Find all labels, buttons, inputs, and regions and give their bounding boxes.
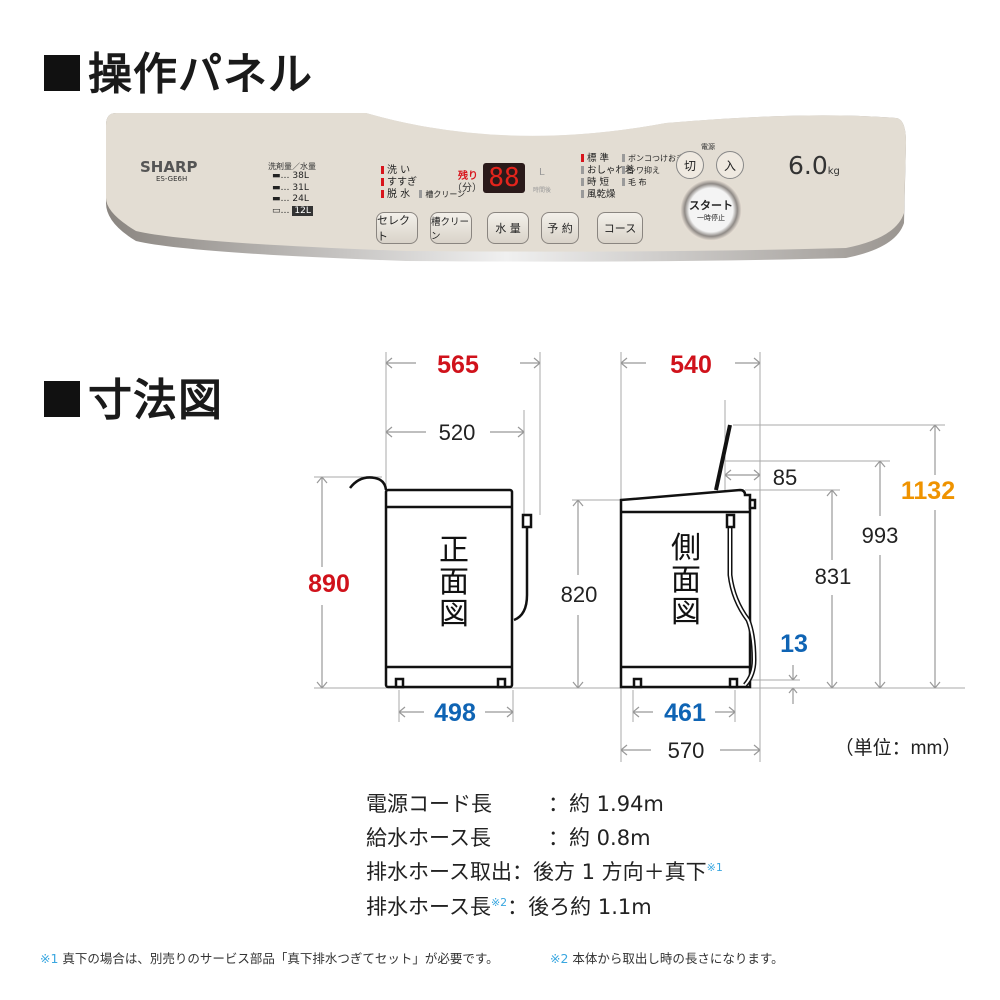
square-bullet-icon [44,55,80,91]
start-pause-button[interactable]: スタート 一時停止 [680,179,742,241]
power-label: 電源 [701,143,715,151]
select-button[interactable]: セレクト [376,212,418,244]
control-panel: SHARP ES-GE6H 洗剤量／水量 ▬… 38L ▬… 31L ▬… 24… [106,113,906,263]
dim-820: 820 [561,582,598,607]
dim-13: 13 [780,630,808,658]
brand-logo: SHARP [140,158,198,176]
hose [513,525,529,622]
section-heading-dimensions: 寸法図 [44,364,223,428]
power-on-button[interactable]: 入 [716,151,744,179]
dim-520: 520 [439,420,476,445]
side-view-label: 面 [671,564,701,597]
side-view-label: 側 [671,532,701,565]
capacity: 6.0kg [788,151,840,180]
dim-890: 890 [308,570,350,598]
front-view-label: 図 [439,598,469,631]
power-cord [349,476,388,491]
section-heading-panel: 操作パネル [44,38,313,102]
start-label: スタート [689,199,733,212]
water-level-item: ▭… 12L [272,205,313,216]
dim-831: 831 [815,564,852,589]
dim-498: 498 [434,699,476,727]
footnote-1: ※1 真下の場合は、別売りのサービス部品「真下排水つぎてセット」が必要です。 [40,951,499,966]
dim-540: 540 [670,351,712,379]
power-off-button[interactable]: 切 [676,151,704,179]
course-list-2: ボンコつけおき シワ抑え 毛 布 [622,153,684,189]
open-lid [714,424,732,491]
dim-993: 993 [862,523,899,548]
dim-1132: 1132 [901,477,955,505]
front-view [349,476,533,689]
spec-row: 給水ホース長：約 0.8m [366,826,651,850]
water-level-title: 洗剤量／水量 [268,162,316,171]
l-label: L [539,167,545,178]
dim-85: 85 [773,465,797,490]
tub-clean-button[interactable]: 槽クリーン [430,212,472,244]
view-labels: 正 面 図 側 面 図 [439,532,701,631]
heading-text: 操作パネル [88,49,313,100]
water-level-button[interactable]: 水 量 [487,212,529,244]
course-list-1: 標 準 おしゃれ着 時 短 風乾燥 [581,153,635,201]
square-bullet-icon [44,381,80,417]
indicator-tub-clean: 槽クリーン [425,190,465,199]
dim-461: 461 [664,699,706,727]
footnote-2: ※2 本体から取出し時の長さになります。 [550,951,784,966]
water-level-item: ▬… 24L [272,194,309,204]
side-view-label: 図 [671,596,701,629]
indicator-wash: 洗 い [387,165,411,176]
spec-row: 排水ホース長※2：後ろ約 1.1m [366,895,652,919]
front-view-label: 正 [439,534,469,567]
unit-label: （単位：mm） [835,737,962,759]
water-level-item: ▬… 38L [272,171,309,181]
minutes-label: （分） [452,183,482,194]
side-view [619,424,757,689]
indicator-rinse: すすぎ [387,177,417,188]
pause-label: 一時停止 [697,214,725,222]
dimension-diagram: 正 面 図 側 面 図 565 540 520 890 498 820 85 8… [308,351,965,763]
indicator-spin: 脱 水 [387,189,411,200]
dimension-values: 565 540 520 890 498 820 85 831 993 1132 … [308,351,961,763]
led-display: 88 [483,163,525,193]
dimension-arrows [316,357,941,756]
model-number: ES-GE6H [156,175,188,183]
time-after-label: 時間後 [533,187,552,194]
course-button[interactable]: コース [597,212,643,244]
dim-565: 565 [437,351,479,379]
remaining-label: 残り [458,171,478,182]
heading-text: 寸法図 [88,375,223,426]
water-level-list: ▬… 38L ▬… 31L ▬… 24L ▭… 12L [272,171,313,217]
water-level-item: ▬… 31L [272,182,309,193]
dim-570: 570 [668,738,705,763]
timer-button[interactable]: 予 約 [541,212,579,244]
process-indicators: 洗 い すすぎ 脱 水 槽クリーン [381,165,465,201]
spec-row: 排水ホース取出：後方 1 方向＋真下※1 [366,860,723,884]
spec-row: 電源コード長：約 1.94m [366,792,664,816]
front-view-label: 面 [439,566,469,599]
